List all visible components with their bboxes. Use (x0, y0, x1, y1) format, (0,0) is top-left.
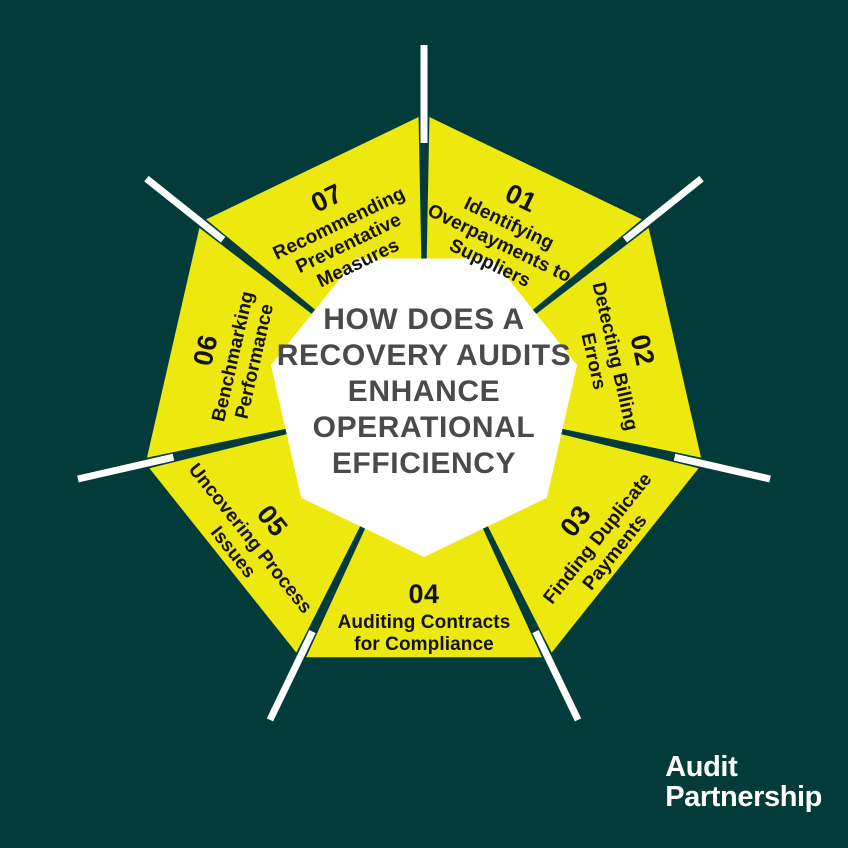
center-hub-shape (270, 258, 578, 557)
segment-shape-02[interactable] (527, 227, 702, 458)
radial-spoke-2 (622, 175, 704, 243)
segment-shape-06[interactable] (146, 227, 321, 458)
brand-logo: Audit Partnership (665, 750, 822, 814)
logo-line-2: Partnership (665, 781, 822, 814)
segment-shape-04[interactable] (306, 519, 542, 658)
radial-spoke-3 (673, 453, 771, 483)
radial-spoke-6 (77, 453, 175, 483)
radial-spokes-group (77, 45, 771, 722)
radial-spoke-4 (532, 630, 582, 722)
radial-spoke-7 (144, 175, 226, 243)
center-hub (270, 258, 578, 557)
logo-line-1: Audit (665, 750, 738, 783)
radial-spoke-5 (266, 630, 316, 722)
page-title: HOW DOES A RECOVERY AUDITS ENHANCE OPERA… (276, 303, 572, 480)
